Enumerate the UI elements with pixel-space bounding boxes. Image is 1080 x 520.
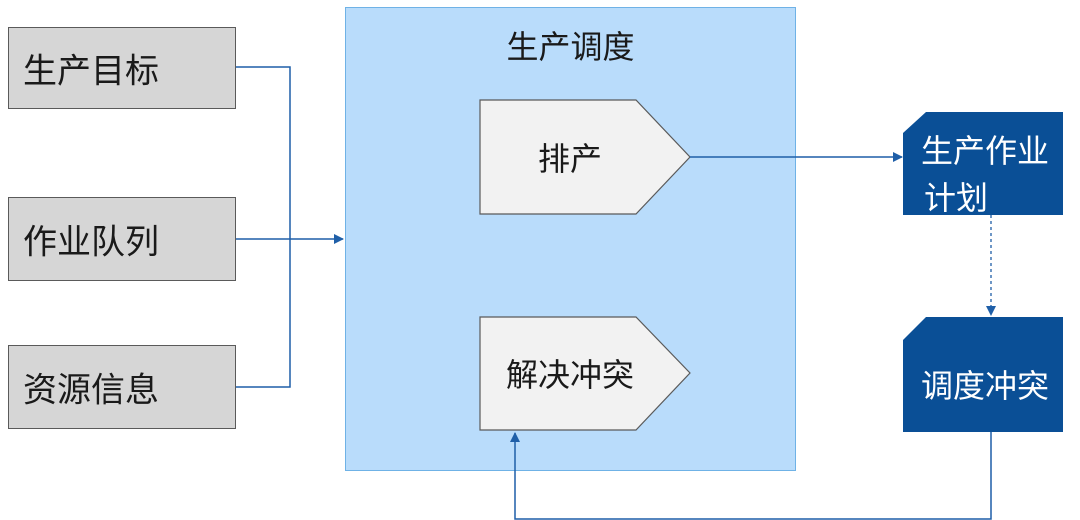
input-box-job-queue: 作业队列	[8, 197, 236, 281]
output-label-conflict: 调度冲突	[920, 367, 1050, 405]
input-box-resource-info: 资源信息	[8, 345, 236, 429]
scheduling-panel: 生产调度	[345, 7, 796, 471]
panel-title: 生产调度	[506, 28, 635, 66]
input-label: 生产目标	[23, 51, 159, 92]
input-box-production-target: 生产目标	[8, 27, 236, 109]
output-label-plan-line2: 计划	[923, 179, 989, 217]
input-label: 作业队列	[23, 222, 159, 263]
output-label-plan-line1: 生产作业	[920, 132, 1050, 170]
input-label: 资源信息	[23, 370, 159, 411]
input-connector	[236, 66, 344, 388]
step-label-resolve-conflict: 解决冲突	[505, 356, 635, 394]
step-label-scheduling: 排产	[537, 140, 603, 178]
